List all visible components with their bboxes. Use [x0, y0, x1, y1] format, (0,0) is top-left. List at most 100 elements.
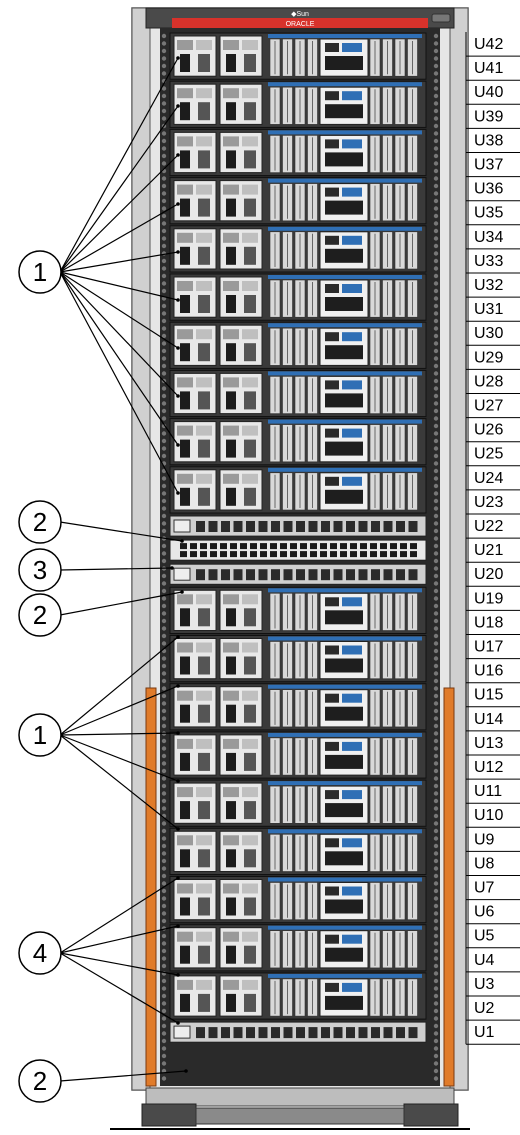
u-label: U34: [474, 229, 503, 246]
callout-leader-dot: [170, 566, 174, 570]
server-2u: [170, 732, 426, 778]
u-label: U7: [474, 880, 495, 897]
callout-leader-dot: [176, 153, 180, 157]
rack-foot-left: [142, 1104, 196, 1126]
server-2u: [170, 178, 426, 224]
u-label: U20: [474, 566, 503, 583]
server-2u: [170, 81, 426, 127]
u-label: U30: [474, 325, 503, 342]
u-label: U4: [474, 952, 495, 969]
u-label: U22: [474, 518, 503, 535]
u-label: U32: [474, 277, 503, 294]
orange-strip-right: [444, 688, 454, 1086]
callout-leader-dot: [176, 684, 180, 688]
u-label: U17: [474, 639, 503, 656]
u-label: U27: [474, 398, 503, 415]
callout-leader-dot: [176, 298, 180, 302]
u-label: U18: [474, 614, 503, 631]
u-label: U26: [474, 422, 503, 439]
server-2u: [170, 877, 426, 923]
callout-leader-dot: [176, 973, 180, 977]
rack-foot-right: [404, 1104, 458, 1126]
server-2u: [170, 780, 426, 826]
server-2u: [170, 973, 426, 1019]
u-label: U10: [474, 807, 503, 824]
oracle-logo-text: ORACLE: [286, 21, 315, 28]
management-switch: [170, 540, 426, 560]
callout-number: 1: [33, 720, 47, 750]
u-label: U41: [474, 60, 503, 77]
callout-number: 4: [33, 938, 47, 968]
callout-leader-dot: [176, 827, 180, 831]
callout-number: 1: [33, 257, 47, 287]
u-label: U1: [474, 1024, 495, 1041]
u-label: U36: [474, 181, 503, 198]
u-label: U12: [474, 759, 503, 776]
u-label: U40: [474, 84, 503, 101]
u-label: U11: [474, 783, 502, 800]
callout-leader-dot: [176, 779, 180, 783]
u-label: U19: [474, 590, 503, 607]
callout-leader-dot: [176, 1021, 180, 1025]
server-2u: [170, 587, 426, 633]
u-label: U24: [474, 470, 503, 487]
u-label: U28: [474, 373, 503, 390]
u-label: U15: [474, 687, 503, 704]
server-2u: [170, 684, 426, 730]
network-switch-u20: [170, 564, 426, 584]
u-label: U39: [474, 108, 503, 125]
u-label: U21: [474, 542, 503, 559]
u-label: U38: [474, 132, 503, 149]
u-label: U31: [474, 301, 503, 318]
u-label: U33: [474, 253, 503, 270]
callout-leader-dot: [176, 104, 180, 108]
u-label: U3: [474, 976, 495, 993]
rack-foot-center: [196, 1108, 404, 1124]
network-switch-u1: [170, 1022, 426, 1042]
u-label: U6: [474, 904, 495, 921]
orange-strip-left: [146, 688, 156, 1086]
u-label: U25: [474, 446, 503, 463]
callout-leader-dot: [176, 56, 180, 60]
callout-leader-dot: [184, 1069, 188, 1073]
callout-leader-dot: [176, 491, 180, 495]
u-label: U37: [474, 157, 503, 174]
server-2u: [170, 129, 426, 175]
callout-leader-dot: [180, 539, 184, 543]
u-label: U5: [474, 928, 495, 945]
callout-leader-dot: [176, 731, 180, 735]
u-label-column: U42U41U40U39U38U37U36U35U34U33U32U31U30U…: [466, 32, 520, 1044]
network-switch-u22: [170, 516, 426, 536]
server-2u: [170, 419, 426, 465]
callout-leader-dot: [176, 202, 180, 206]
sun-logo-text: ◆Sun: [291, 11, 309, 18]
server-2u: [170, 322, 426, 368]
callout-leader-dot: [176, 394, 180, 398]
u-label: U42: [474, 36, 503, 53]
u-label: U29: [474, 349, 503, 366]
callout-leader-dot: [176, 924, 180, 928]
server-2u: [170, 636, 426, 682]
callout-number: 2: [33, 600, 47, 630]
u-label: U2: [474, 1000, 495, 1017]
server-2u: [170, 33, 426, 79]
u-label: U9: [474, 831, 495, 848]
callout-leader-dot: [176, 346, 180, 350]
u-label: U23: [474, 494, 503, 511]
u-label: U16: [474, 663, 503, 680]
server-2u: [170, 226, 426, 272]
u-label: U8: [474, 855, 495, 872]
callout-number: 2: [33, 507, 47, 537]
rack-base: [146, 1088, 454, 1106]
server-2u: [170, 467, 426, 513]
header-button-icon: [432, 14, 450, 22]
u-label: U13: [474, 735, 503, 752]
callout-leader-dot: [176, 876, 180, 880]
server-2u: [170, 925, 426, 971]
u-label: U14: [474, 711, 503, 728]
callout-leader-dot: [176, 250, 180, 254]
server-2u: [170, 274, 426, 320]
callout-number: 3: [33, 555, 47, 585]
server-2u: [170, 370, 426, 416]
